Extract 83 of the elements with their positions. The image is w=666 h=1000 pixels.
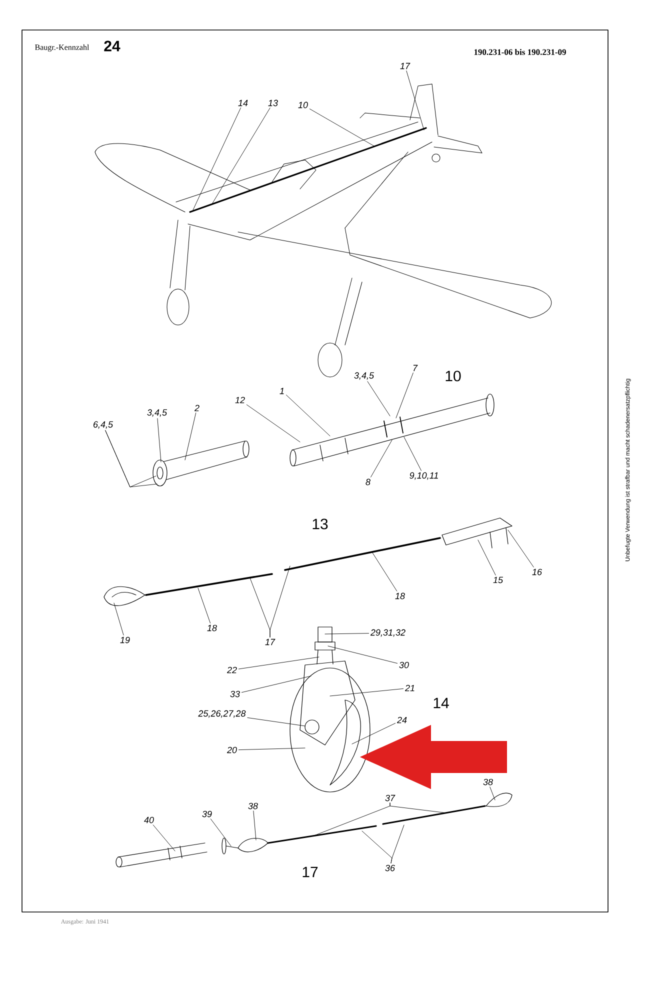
leader-line — [390, 802, 448, 814]
callout-number: 37 — [385, 794, 396, 802]
section-number: 14 — [434, 698, 449, 708]
leader-line — [270, 566, 290, 638]
callout-number: 21 — [404, 684, 414, 692]
leader-line — [247, 717, 306, 726]
header-text: Baugr.-Kennzahl — [35, 44, 90, 52]
cable-drawing — [267, 805, 486, 844]
group-number: 24 — [104, 40, 120, 52]
cable-eye-drawing — [104, 586, 146, 606]
leader-line — [210, 818, 232, 846]
leader-line — [396, 372, 414, 418]
tube-fitting-drawing — [116, 842, 208, 868]
callout-number: 18 — [207, 624, 217, 632]
callout-number: 6,4,5 — [94, 421, 114, 429]
leader-line — [490, 786, 496, 800]
callout-number: 36 — [385, 864, 395, 872]
leader-line — [406, 70, 424, 130]
fork-end-drawing — [442, 518, 512, 548]
leader-line — [152, 824, 176, 852]
leader-line — [212, 108, 270, 204]
cable-drawing — [145, 573, 273, 596]
leader-line — [114, 602, 124, 636]
leader-line — [508, 530, 534, 568]
pulley-drawing — [290, 660, 370, 792]
callout-number: 17 — [400, 62, 410, 70]
callout-number: 25,26,27,28 — [198, 710, 246, 718]
callout-number: 17 — [265, 638, 276, 646]
callout-number: 16 — [532, 568, 542, 576]
callout-number: 3,4,5 — [147, 409, 168, 417]
callout-number: 8 — [366, 478, 370, 486]
callout-number: 30 — [399, 662, 409, 668]
leader-line — [328, 646, 398, 664]
leader-line — [253, 810, 256, 840]
leader-line — [352, 723, 396, 744]
callout-number: 29,31,32 — [370, 629, 406, 637]
leader-line — [238, 656, 320, 670]
leader-line — [330, 688, 404, 696]
leader-line — [367, 381, 390, 416]
callout-number: 15 — [493, 576, 504, 584]
leader-line — [309, 108, 374, 146]
callout-number: 13 — [268, 100, 278, 106]
leader-line — [404, 436, 422, 471]
cable-eye-drawing — [222, 838, 268, 854]
leader-line — [390, 824, 404, 864]
callout-number: 1 — [280, 388, 284, 394]
bolt-drawing — [314, 626, 336, 664]
cable-eye-drawing — [486, 792, 512, 807]
header-text: 190.231-06 bis 190.231-09 — [474, 49, 566, 55]
leader-line — [157, 418, 162, 462]
leader-line — [192, 108, 241, 210]
callout-number: 14 — [238, 100, 248, 106]
leader-line — [372, 552, 398, 592]
callout-number: 9,10,11 — [410, 472, 438, 480]
leader-line — [238, 748, 306, 750]
tube-drawing — [152, 440, 250, 486]
callout-number: 33 — [230, 690, 240, 698]
cable-drawing — [284, 537, 441, 571]
callout-number: 19 — [120, 636, 130, 644]
leader-line — [246, 404, 300, 442]
callout-number: 39 — [202, 810, 212, 818]
callout-number: 2 — [194, 404, 200, 412]
callout-number: 10 — [298, 102, 308, 108]
callout-number: 20 — [226, 746, 237, 754]
leader-line — [370, 440, 392, 478]
callout-number: 40 — [144, 816, 154, 824]
leader-line — [478, 540, 496, 576]
callout-number: 18 — [395, 592, 405, 600]
callout-number: 38 — [248, 802, 258, 810]
callout-number: 38 — [483, 778, 493, 786]
leader-line — [324, 633, 370, 634]
leader-line — [286, 394, 330, 436]
callout-number: 3,4,5 — [354, 372, 374, 380]
callout-number: 12 — [235, 396, 245, 404]
tube-drawing — [290, 394, 494, 466]
callout-number: 7 — [413, 364, 418, 372]
callout-number: 24 — [396, 716, 407, 724]
leader-line — [198, 588, 211, 624]
control-cable-drawing — [189, 127, 427, 213]
leader-line — [184, 412, 196, 460]
callout-number: 22 — [226, 666, 237, 674]
leader-line — [241, 676, 312, 693]
section-number: 17 — [302, 866, 318, 878]
